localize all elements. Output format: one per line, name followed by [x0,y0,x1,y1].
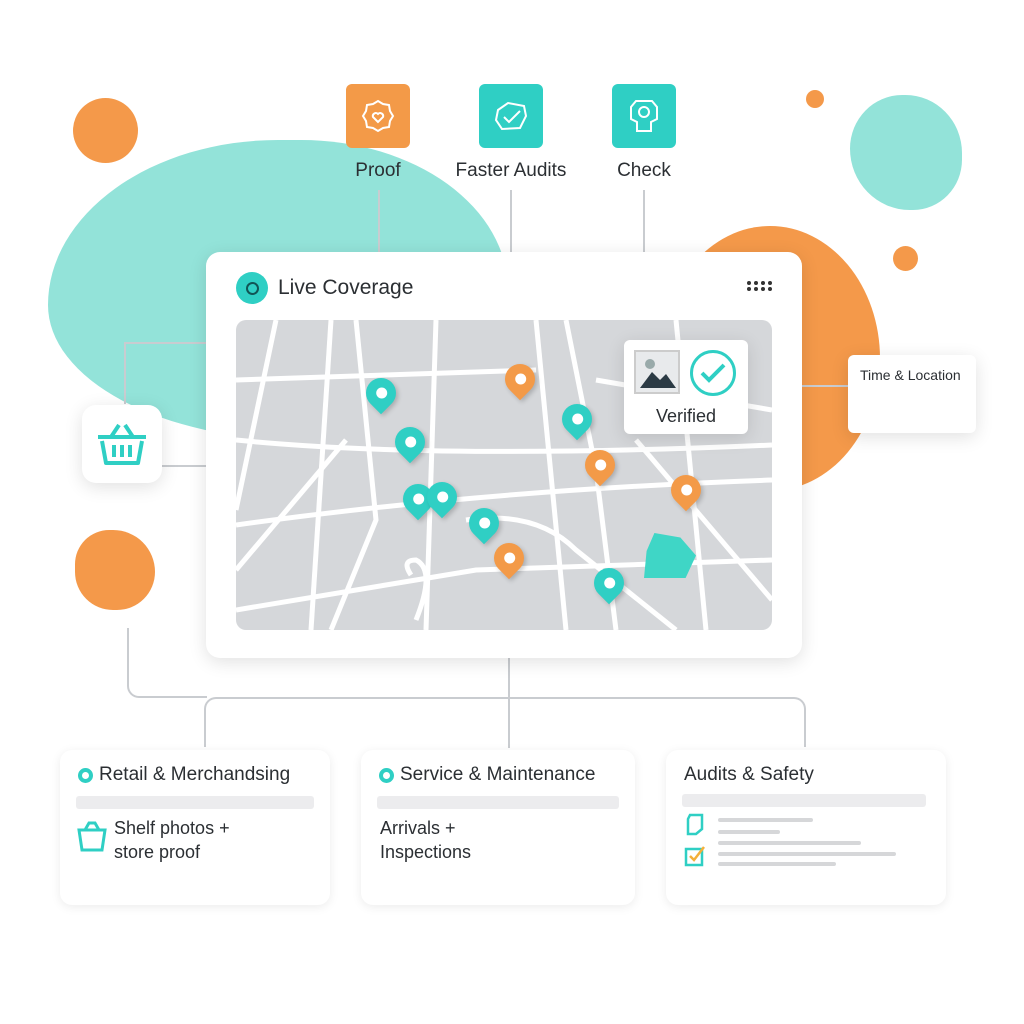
placeholder-line [718,818,813,822]
verified-card: Verified [624,340,748,434]
panel-header: Live Coverage [236,272,413,304]
feature-check: Check [564,84,724,182]
connector [510,190,512,252]
placeholder-bar [76,796,314,809]
category-card-service[interactable]: Service & Maintenance Arrivals + Inspecti… [361,750,635,905]
connector [378,190,380,252]
category-title: Service & Maintenance [400,764,596,785]
verified-label: Verified [655,406,717,426]
category-title: Retail & Merchandsing [99,764,291,785]
check-circle-icon [690,350,736,396]
category-text: store proof [114,842,201,862]
checklist-icon [684,846,705,867]
connector [160,465,208,467]
connector [124,342,126,404]
category-card-audits[interactable]: Audits & Safety [666,750,946,905]
time-location-label: Time & Location [860,367,961,383]
status-ring-icon [78,767,93,783]
decor-dot [73,98,138,163]
feature-faster-audits: Faster Audits [431,84,591,182]
time-location-card: Time & Location [848,355,976,433]
category-card-retail[interactable]: Retail & Merchandsing Shelf photos + stor… [60,750,330,905]
feature-proof: Proof [298,84,458,182]
placeholder-bar [377,796,619,809]
connector [643,190,645,252]
badge-heart-icon [346,84,410,148]
clipboard-icon [686,813,704,836]
placeholder-line [718,830,780,834]
camera-icon [612,84,676,148]
badge-check-icon [479,84,543,148]
dots-grid-icon[interactable] [747,281,772,291]
category-text: Inspections [380,842,472,862]
placeholder-line [718,841,861,845]
connector [124,342,208,344]
placeholder-line [718,862,836,866]
connector [127,628,207,698]
live-icon [236,272,268,304]
panel-title: Live Coverage [278,276,414,299]
connector [204,697,806,747]
status-ring-icon [379,767,394,783]
basket-card [82,405,162,483]
placeholder-line [718,852,896,856]
category-text: Arrivals + [380,818,456,838]
basket-icon [77,821,107,852]
decor-dot [893,246,918,271]
connector [508,658,510,748]
connector [800,385,850,387]
basket-icon [98,423,146,465]
placeholder-bar [682,794,926,807]
photo-icon [634,350,680,394]
decor-dot [75,530,155,610]
map-roads [236,320,772,630]
category-text: Shelf photos + [114,818,230,838]
decor-dot [806,90,824,108]
category-title: Audits & Safety [684,764,814,785]
decor-blob-teal-small [850,95,962,210]
